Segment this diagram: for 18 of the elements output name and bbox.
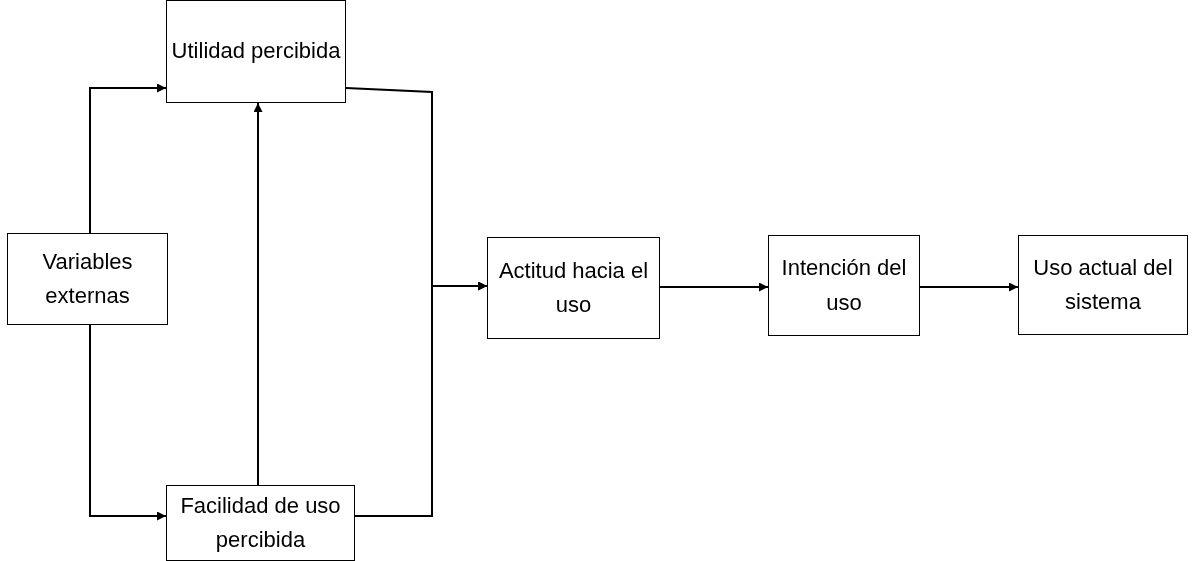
arrow [89,83,167,234]
process-box [166,0,346,103]
process-box [768,235,920,336]
node-label: Actitud hacia el uso [497,256,650,319]
node-label: Variables externas [41,247,134,310]
process-box [166,485,355,561]
node-label: Facilidad de uso percibida [179,491,342,554]
node-label: Uso actual del sistema [1032,253,1174,316]
process-box [7,233,168,325]
arrow [89,324,167,521]
arrow [919,282,1019,292]
arrow [659,282,769,292]
arrow [253,102,263,486]
process-box [487,237,660,339]
process-box [1018,235,1188,335]
node-label: Intención del uso [780,254,908,317]
node-label: Utilidad percibida [171,37,341,66]
arrow [354,281,488,517]
